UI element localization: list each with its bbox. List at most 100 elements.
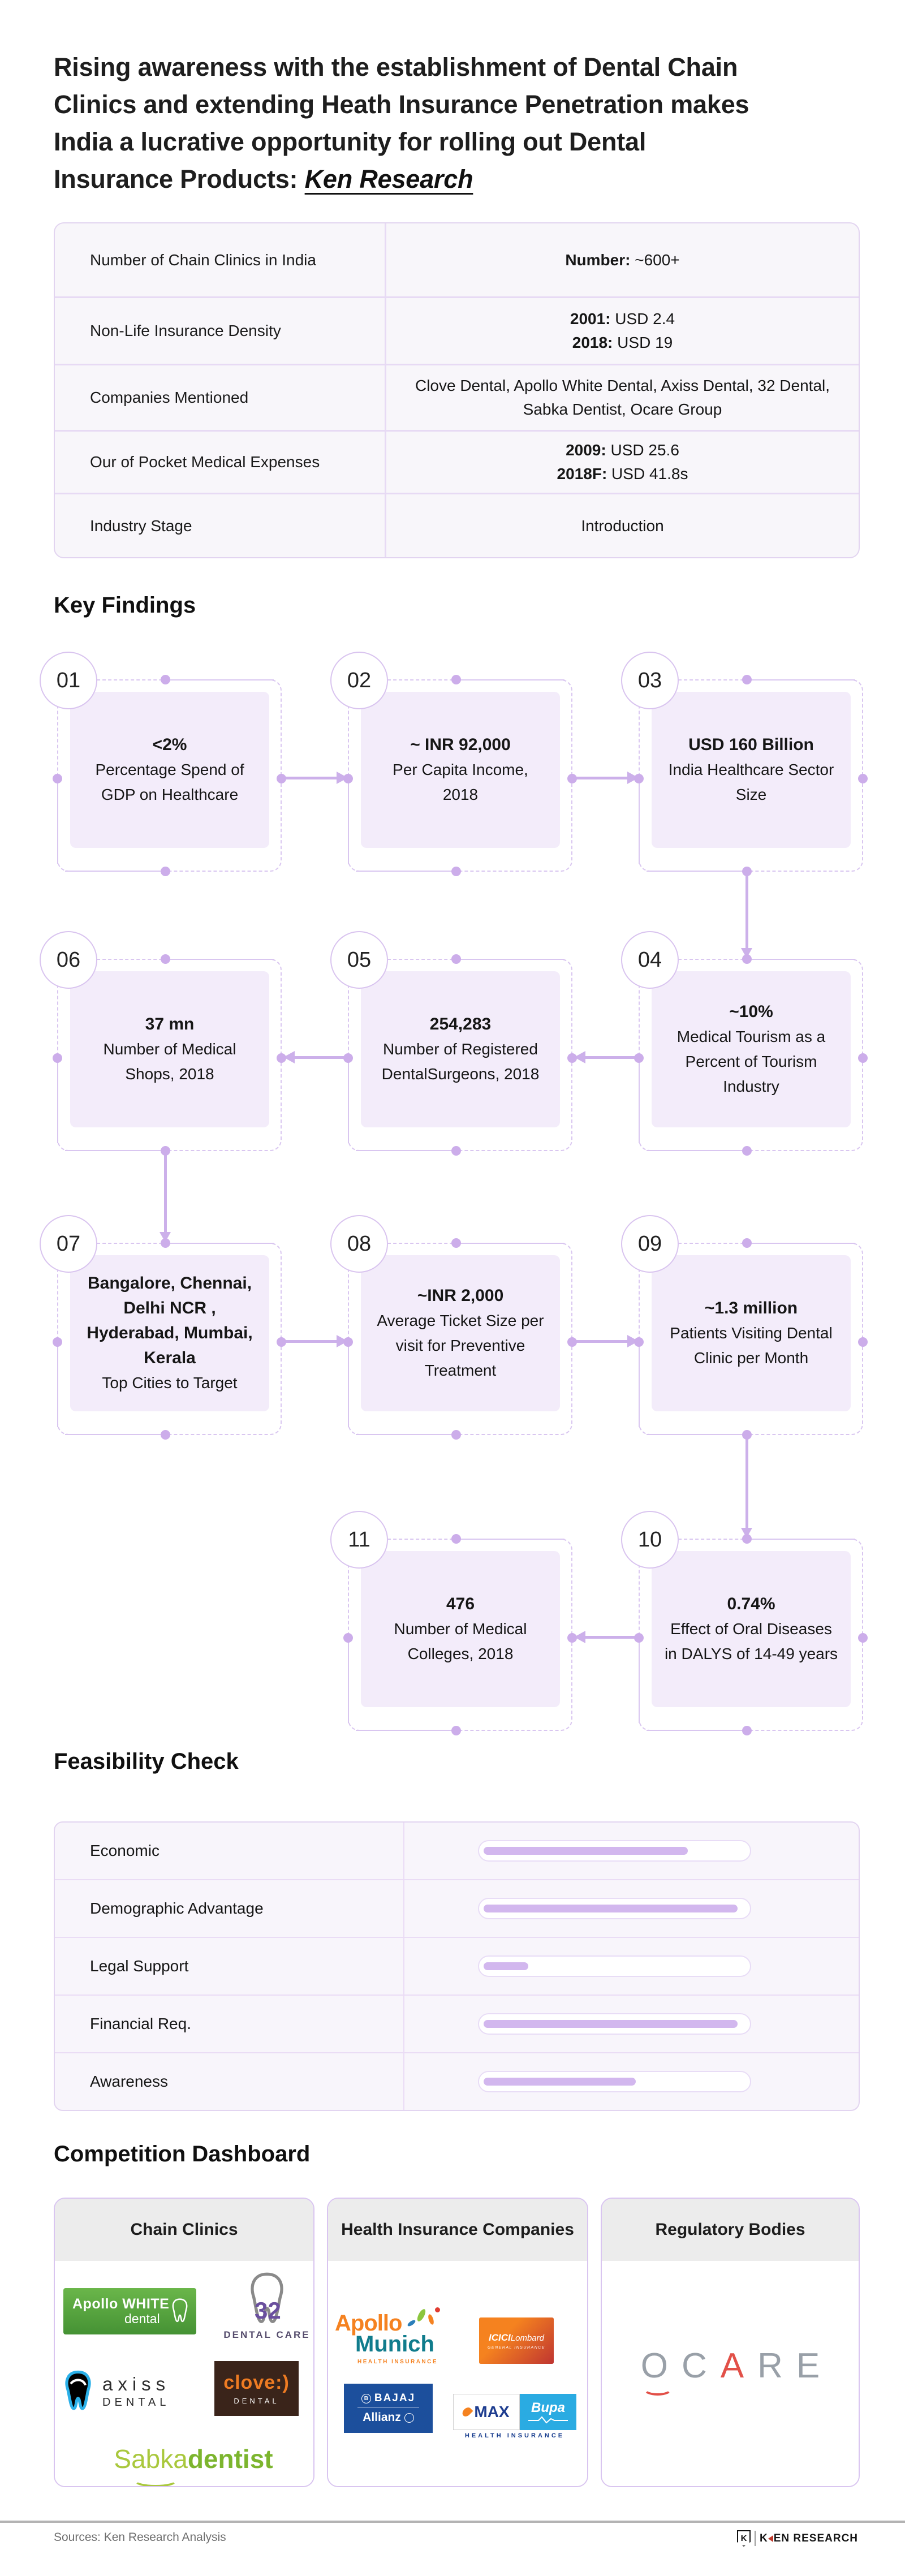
finding-card: ~1.3 million Patients Visiting Dental Cl…	[652, 1255, 851, 1411]
finding-number: 11	[330, 1511, 388, 1569]
finding-card-07: 07 Bangalore, Chennai, Delhi NCR , Hyder…	[40, 1215, 286, 1440]
red-triangle-icon	[768, 2535, 773, 2542]
row-label: Companies Mentioned	[55, 365, 386, 430]
finding-number: 05	[330, 931, 388, 989]
feasibility-table: Economic Demographic Advantage Legal Sup…	[54, 1821, 860, 2111]
ken-research-shield-icon: K	[737, 2530, 751, 2547]
row-label: Number of Chain Clinics in India	[55, 223, 386, 296]
page-title: Rising awareness with the establishment …	[54, 49, 846, 198]
32-dental-care-logo: 32 DENTAL CARE	[222, 2272, 312, 2341]
panel-title: Health Insurance Companies	[328, 2199, 587, 2261]
finding-card-09: 09 ~1.3 million Patients Visiting Dental…	[621, 1215, 868, 1440]
finding-card: <2% Percentage Spend of GDP on Healthcar…	[70, 692, 269, 848]
row-label: Awareness	[55, 2053, 404, 2110]
arrow-left-icon	[283, 1051, 348, 1063]
finding-number: 07	[40, 1215, 97, 1273]
finding-card: 476 Number of Medical Colleges, 2018	[361, 1551, 560, 1707]
tooth-icon	[65, 2370, 91, 2410]
apollo-white-dental-logo: Apollo WHITE dental	[63, 2288, 196, 2334]
feasibility-row: Financial Req.	[55, 1996, 859, 2053]
smile-icon	[133, 2472, 179, 2486]
table-row: Our of Pocket Medical Expenses 2009: USD…	[55, 432, 859, 494]
divider	[755, 2531, 756, 2546]
progress-bar	[478, 1840, 751, 1862]
title-line: Insurance Products:	[54, 165, 305, 193]
finding-card: 37 mn Number of Medical Shops, 2018	[70, 971, 269, 1127]
row-label: Legal Support	[55, 1938, 404, 1995]
axiss-dental-logo: axiss DENTAL	[61, 2368, 170, 2414]
finding-number: 06	[40, 931, 97, 989]
arrow-right-icon	[283, 1335, 348, 1347]
clove-dental-logo: clove:) DENTAL	[214, 2361, 299, 2416]
row-value: 2009: USD 25.6 2018F: USD 41.8s	[557, 441, 688, 483]
max-bupa-logo: MAX Bupa	[453, 2394, 576, 2430]
table-row: Non-Life Insurance Density 2001: USD 2.4…	[55, 298, 859, 365]
row-value: Introduction	[581, 516, 664, 535]
finding-number: 04	[621, 931, 679, 989]
panel-health-insurance: Health Insurance Companies Apollo Munich…	[327, 2198, 588, 2487]
max-bupa-tagline: HEALTH INSURANCE	[464, 2432, 565, 2439]
feasibility-row: Legal Support	[55, 1938, 859, 1996]
feasibility-row: Awareness	[55, 2053, 859, 2110]
connector-dot	[53, 774, 62, 783]
panel-regulatory-bodies: Regulatory Bodies O C A R E	[601, 2198, 860, 2487]
finding-card-04: 04 ~10% Medical Tourism as a Percent of …	[621, 931, 868, 1156]
flame-icon	[460, 2406, 473, 2418]
connector-dot	[161, 867, 170, 876]
arrow-right-icon	[574, 772, 639, 784]
finding-card: ~ INR 92,000 Per Capita Income, 2018	[361, 692, 560, 848]
finding-number: 03	[621, 652, 679, 709]
ocare-logo: O C A R E	[641, 2346, 820, 2396]
row-value: 2001: USD 2.4 2018: USD 19	[570, 310, 675, 351]
footer-divider	[0, 2521, 905, 2523]
progress-bar	[478, 2071, 751, 2092]
pulse-icon	[528, 2416, 568, 2424]
finding-card-03: 03 USD 160 Billion India Healthcare Sect…	[621, 652, 868, 876]
panel-title: Chain Clinics	[55, 2199, 313, 2261]
table-row: Companies Mentioned Clove Dental, Apollo…	[55, 365, 859, 432]
arrow-right-icon	[574, 1335, 639, 1347]
finding-number: 08	[330, 1215, 388, 1273]
finding-card: 0.74% Effect of Oral Diseases in DALYS o…	[652, 1551, 851, 1707]
ken-research-link[interactable]: Ken Research	[304, 165, 473, 193]
finding-number: 10	[621, 1511, 679, 1569]
apollo-munich-logo: Apollo Munich HEALTH INSURANCE	[335, 2307, 454, 2365]
feasibility-row: Demographic Advantage	[55, 1880, 859, 1938]
source-note: Sources: Ken Research Analysis	[54, 2531, 226, 2544]
finding-card-11: 11 476 Number of Medical Colleges, 2018	[330, 1511, 577, 1735]
progress-bar	[478, 1898, 751, 1919]
arrow-right-icon	[283, 772, 348, 784]
row-label: Demographic Advantage	[55, 1880, 404, 1937]
row-label: Industry Stage	[55, 494, 386, 557]
progress-bar	[478, 1955, 751, 1977]
progress-bar	[478, 2013, 751, 2035]
panel-title: Regulatory Bodies	[602, 2199, 859, 2261]
title-line: Rising awareness with the establishment …	[54, 53, 738, 81]
title-line: India a lucrative opportunity for rollin…	[54, 127, 647, 156]
key-findings-heading: Key Findings	[54, 593, 196, 618]
arrow-down-icon	[160, 1151, 171, 1242]
connector-dot	[277, 774, 286, 783]
icici-lombard-logo: ICICILombard GENERAL INSURANCE	[479, 2317, 554, 2364]
arrow-left-icon	[574, 1631, 639, 1643]
row-label: Non-Life Insurance Density	[55, 298, 386, 364]
finding-number: 02	[330, 652, 388, 709]
arrow-down-icon	[741, 1435, 752, 1538]
tooth-icon	[172, 2298, 188, 2323]
smile-icon	[643, 2382, 673, 2396]
finding-number: 01	[40, 652, 97, 709]
summary-table: Number of Chain Clinics in India Number:…	[54, 222, 860, 558]
finding-card: 254,283 Number of Registered DentalSurge…	[361, 971, 560, 1127]
finding-card-06: 06 37 mn Number of Medical Shops, 2018	[40, 931, 286, 1156]
finding-card: ~10% Medical Tourism as a Percent of Tou…	[652, 971, 851, 1127]
finding-card: Bangalore, Chennai, Delhi NCR , Hyderaba…	[70, 1255, 269, 1411]
finding-card-05: 05 254,283 Number of Registered DentalSu…	[330, 931, 577, 1156]
arrow-down-icon	[741, 872, 752, 958]
feasibility-row: Economic	[55, 1823, 859, 1880]
panel-chain-clinics: Chain Clinics Apollo WHITE dental 32 DEN…	[54, 2198, 314, 2487]
finding-card: ~INR 2,000 Average Ticket Size per visit…	[361, 1255, 560, 1411]
